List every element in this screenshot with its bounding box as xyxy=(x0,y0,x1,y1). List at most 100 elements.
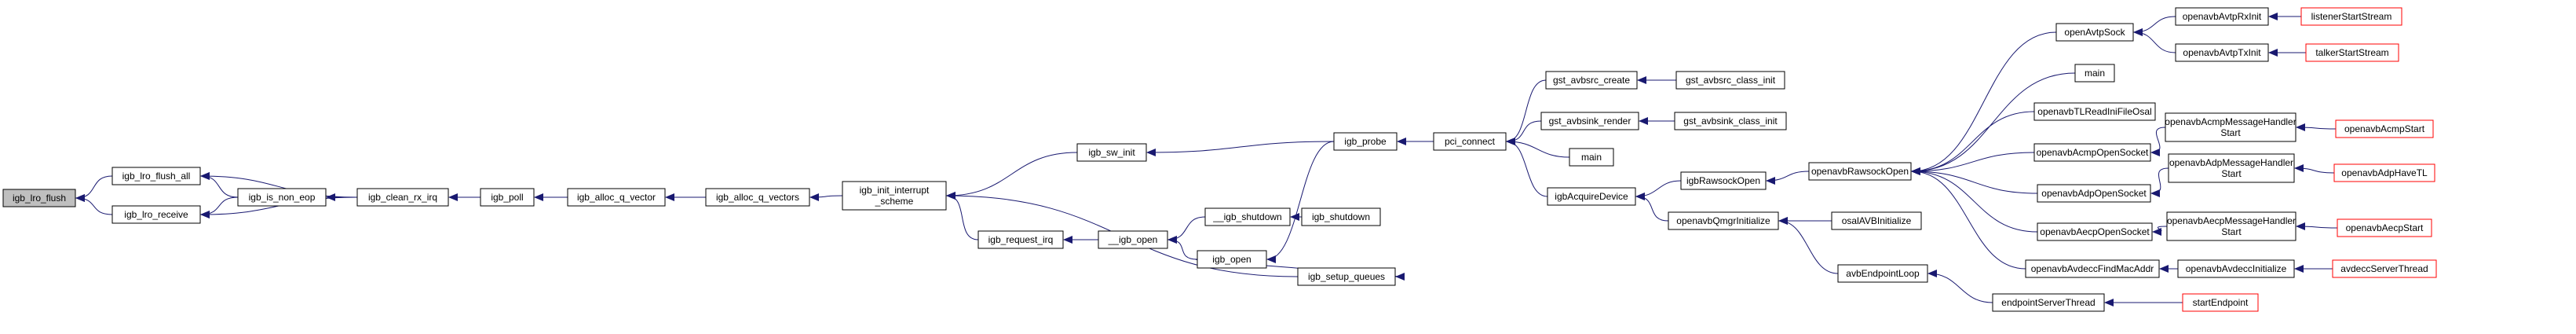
node-avbEndpointLoop[interactable]: avbEndpointLoop xyxy=(1837,264,1928,283)
node-__igb_open[interactable]: __igb_open xyxy=(1098,230,1168,249)
node-gst_avbsrc_class_init[interactable]: gst_avbsrc_class_init xyxy=(1675,71,1785,90)
node-igb_sw_init[interactable]: igb_sw_init xyxy=(1076,143,1147,162)
node-openavbAecpStart[interactable]: openavbAecpStart xyxy=(2337,218,2432,237)
node-endpointServerThread[interactable]: endpointServerThread xyxy=(1992,293,2105,312)
node-pci_connect[interactable]: pci_connect xyxy=(1433,132,1507,151)
edge-igb_probe-to-igb_sw_init xyxy=(1146,141,1335,156)
node-box xyxy=(2168,153,2295,183)
node-igb_setup_queues[interactable]: igb_setup_queues xyxy=(1297,267,1396,286)
node-label: openavbAcmpMessageHandler xyxy=(2165,116,2296,127)
edge-igbAcquireDevice-to-pci_connect xyxy=(1506,138,1548,197)
edge-igb_lro_receive-to-igb_lro_flush xyxy=(75,194,113,215)
node-label: openAvtpSock xyxy=(2064,27,2125,38)
node-box xyxy=(1098,230,1168,249)
edge-igb_is_non_eop-to-igb_lro_flush_all xyxy=(200,172,239,198)
node-box xyxy=(842,181,947,211)
node-igb_lro_flush[interactable]: igb_lro_flush xyxy=(2,189,76,207)
node-openavbQmgrInitialize[interactable]: openavbQmgrInitialize xyxy=(1668,211,1779,230)
node-label: openavbAecpOpenSocket xyxy=(2040,226,2150,237)
node-openAvtpSock[interactable]: openAvtpSock xyxy=(2055,23,2134,42)
node-igb_probe[interactable]: igb_probe xyxy=(1333,132,1398,151)
node-label: igbRawsockOpen xyxy=(1686,175,1760,186)
node-label: avbEndpointLoop xyxy=(1846,268,1920,279)
node-__igb_shutdown[interactable]: __igb_shutdown xyxy=(1204,207,1291,226)
node-igb_request_irq[interactable]: igb_request_irq xyxy=(977,230,1064,249)
node-label: avdeccServerThread xyxy=(2340,263,2428,274)
node-label: igb_request_irq xyxy=(988,234,1054,245)
node-label: openavbQmgrInitialize xyxy=(1676,215,1770,226)
edge-openavbAecpMessageHandlerStart-to-openavbAecpOpenSocket xyxy=(2152,226,2168,236)
edge-igb_init_interrupt_scheme-to-igb_alloc_q_vectors xyxy=(809,193,843,201)
node-openavbAcmpStart[interactable]: openavbAcmpStart xyxy=(2335,119,2434,138)
node-avdeccServerThread[interactable]: avdeccServerThread xyxy=(2332,259,2437,278)
node-igbAcquireDevice[interactable]: igbAcquireDevice xyxy=(1547,187,1636,206)
node-talkerStartStream[interactable]: talkerStartStream xyxy=(2305,43,2399,62)
node-igbRawsockOpen[interactable]: igbRawsockOpen xyxy=(1680,171,1767,190)
node-openavbAvtpRxInit[interactable]: openavbAvtpRxInit xyxy=(2175,7,2269,26)
node-igb_open[interactable]: igb_open xyxy=(1197,250,1267,269)
node-gst_avbsink_render[interactable]: gst_avbsink_render xyxy=(1540,112,1639,130)
node-box xyxy=(1675,71,1785,90)
node-osalAVBInitialize[interactable]: osalAVBInitialize xyxy=(1831,211,1922,230)
node-box xyxy=(2,189,76,207)
node-box xyxy=(2025,259,2160,278)
edge-avbEndpointLoop-to-openavbQmgrInitialize xyxy=(1778,217,1839,274)
node-label: openavbAecpMessageHandler xyxy=(2167,215,2296,226)
node-openavbAcmpOpenSocket[interactable]: openavbAcmpOpenSocket xyxy=(2033,143,2151,162)
node-label: igb_lro_receive xyxy=(124,209,188,220)
node-label: openavbTLReadIniFileOsal xyxy=(2037,106,2151,117)
node-label: igb_setup_queues xyxy=(1308,271,1385,282)
node-igb_lro_flush_all[interactable]: igb_lro_flush_all xyxy=(111,167,201,185)
edge-gst_avbsink_render-to-pci_connect xyxy=(1506,120,1542,145)
edge-openavbAcmpMessageHandlerStart-to-openavbAcmpOpenSocket xyxy=(2150,127,2166,156)
node-igb_poll[interactable]: igb_poll xyxy=(480,188,535,207)
node-label: openavbAvdeccFindMacAddr xyxy=(2031,263,2154,274)
node-openavbAvdeccInitialize[interactable]: openavbAvdeccInitialize xyxy=(2177,259,2295,278)
edge-openavbAcmpStart-to-openavbAcmpMessageHandlerStart xyxy=(2296,123,2337,132)
node-gst_avbsink_class_init[interactable]: gst_avbsink_class_init xyxy=(1674,112,1787,130)
node-igb_alloc_q_vector[interactable]: igb_alloc_q_vector xyxy=(567,188,666,207)
node-listenerStartStream[interactable]: listenerStartStream xyxy=(2300,7,2402,26)
node-label: _scheme xyxy=(875,196,914,207)
node-igb_lro_receive[interactable]: igb_lro_receive xyxy=(111,205,201,224)
node-igb_init_interrupt_scheme[interactable]: igb_init_interrupt_scheme xyxy=(842,181,947,211)
node-openavbTLReadIniFileOsal[interactable]: openavbTLReadIniFileOsal xyxy=(2033,102,2156,121)
node-label: openavbAcmpStart xyxy=(2344,123,2425,134)
node-igb_shutdown[interactable]: igb_shutdown xyxy=(1301,207,1381,226)
node-main_pci[interactable]: main xyxy=(1569,148,1614,167)
nodes-layer: igb_lro_flush igb_lro_flush_all igb_lro_re… xyxy=(2,7,2437,312)
node-startEndpoint[interactable]: startEndpoint xyxy=(2182,293,2259,312)
node-box xyxy=(1837,264,1928,283)
edge-gst_avbsrc_create-to-pci_connect xyxy=(1506,79,1547,145)
node-openavbAdpOpenSocket[interactable]: openavbAdpOpenSocket xyxy=(2037,184,2151,203)
edge-openavbAvtpRxInit-to-openAvtpSock xyxy=(2133,16,2176,36)
node-gst_avbsrc_create[interactable]: gst_avbsrc_create xyxy=(1545,71,1638,90)
node-box xyxy=(237,188,327,207)
node-openavbAecpOpenSocket[interactable]: openavbAecpOpenSocket xyxy=(2037,222,2153,241)
node-igb_alloc_q_vectors[interactable]: igb_alloc_q_vectors xyxy=(705,188,810,207)
node-box xyxy=(1540,112,1639,130)
node-openavbRawsockOpen[interactable]: openavbRawsockOpen xyxy=(1808,162,1912,181)
node-box xyxy=(2337,218,2432,237)
edge-igb_is_non_eop-to-igb_lro_receive xyxy=(200,196,239,218)
node-igb_clean_rx_irq[interactable]: igb_clean_rx_irq xyxy=(356,188,449,207)
node-openavbAvtpTxInit[interactable]: openavbAvtpTxInit xyxy=(2175,43,2269,62)
edge-main_pci-to-pci_connect xyxy=(1506,138,1570,158)
node-openavbAdpHaveTL[interactable]: openavbAdpHaveTL xyxy=(2333,163,2435,182)
node-box xyxy=(1301,207,1381,226)
node-box xyxy=(705,188,810,207)
edge-igb_request_irq-to-igb_init_interrupt_scheme xyxy=(946,192,979,240)
node-label: igb_lro_flush_all xyxy=(122,171,191,182)
node-box xyxy=(1668,211,1779,230)
node-label: openavbAvtpTxInit xyxy=(2183,47,2261,58)
node-igb_is_non_eop[interactable]: igb_is_non_eop xyxy=(237,188,327,207)
node-label: __igb_open xyxy=(1108,234,1158,245)
node-box xyxy=(1297,267,1396,286)
node-main_raw[interactable]: main xyxy=(2074,64,2115,83)
node-openavbAvdeccFindMacAddr[interactable]: openavbAvdeccFindMacAddr xyxy=(2025,259,2160,278)
node-box xyxy=(2166,211,2296,241)
